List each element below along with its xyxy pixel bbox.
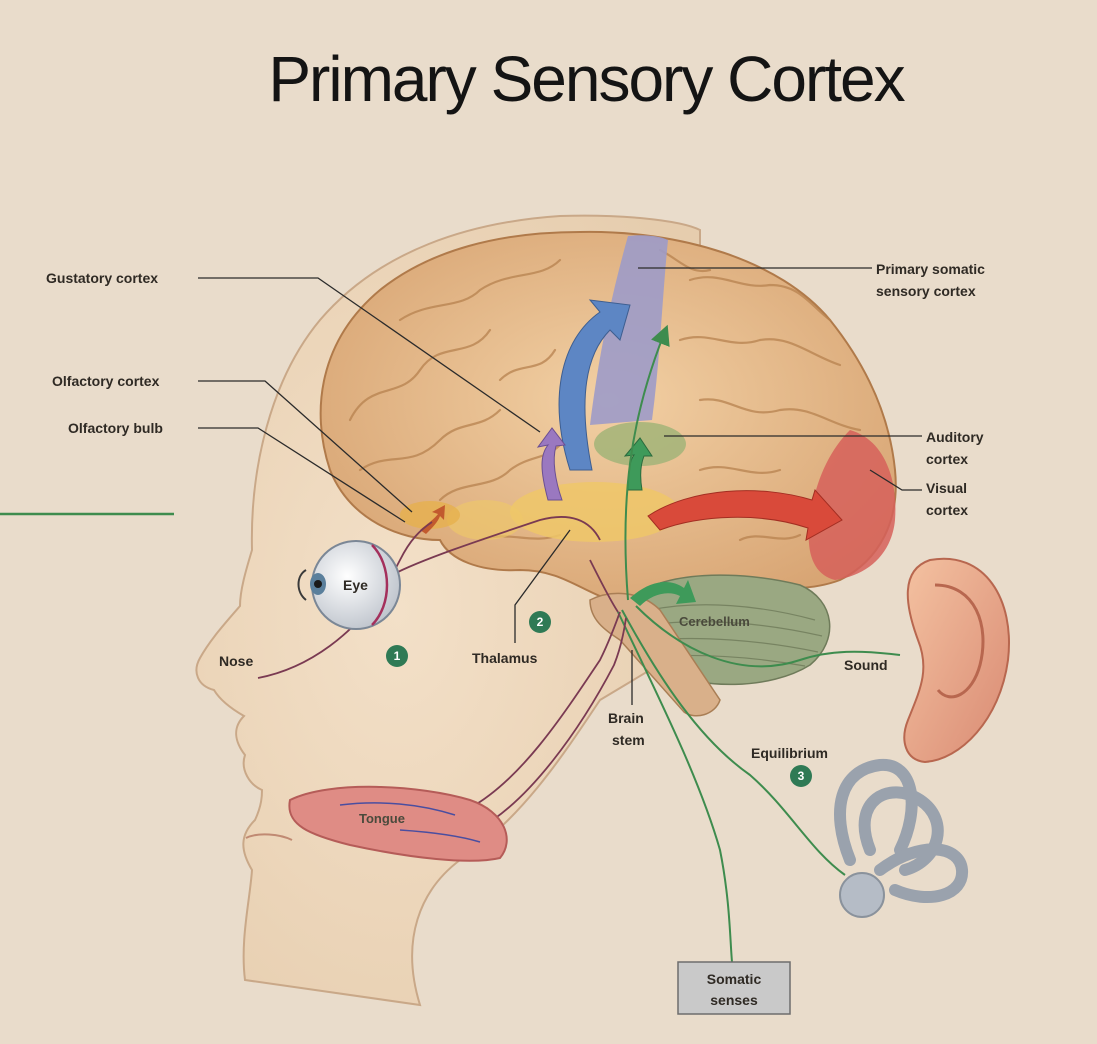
label-somatic-line2: senses — [710, 992, 758, 1008]
ear-illustration — [903, 557, 1010, 764]
olfactory-bulb-region — [400, 501, 460, 529]
svg-text:3: 3 — [798, 769, 805, 783]
label-olfactory-cortex: Olfactory cortex — [52, 373, 160, 389]
green-nerve-pathways — [617, 324, 901, 963]
label-eye: Eye — [343, 577, 368, 593]
marker-1: 1 — [386, 645, 408, 667]
tongue-illustration — [288, 785, 508, 862]
label-auditory-line2: cortex — [926, 451, 968, 467]
label-auditory-line1: Auditory — [926, 429, 984, 445]
somatic-pathway-arrow — [558, 299, 631, 471]
mouth-line — [245, 833, 293, 841]
cranial-nerve-lines — [257, 516, 627, 829]
marker-2: 2 — [529, 611, 551, 633]
label-primary-somatic-line2: sensory cortex — [876, 283, 976, 299]
visual-pathway-arrow — [647, 489, 843, 541]
label-nose: Nose — [219, 653, 253, 669]
inner-ear-illustration — [834, 758, 968, 904]
equilibrium-cerebellum-arrow — [630, 580, 696, 606]
somatic-senses-box — [677, 961, 791, 1015]
gustatory-pathway-arrow — [536, 427, 566, 501]
label-somatic-line1: Somatic — [707, 971, 762, 987]
page-title: Primary Sensory Cortex — [268, 43, 905, 115]
svg-text:2: 2 — [537, 615, 544, 629]
olfactory-cortex-region — [447, 500, 523, 540]
label-brain-stem-line2: stem — [612, 732, 645, 748]
eye-illustration — [297, 540, 401, 630]
label-brain-stem-line1: Brain — [608, 710, 644, 726]
label-leader-lines — [198, 267, 922, 705]
label-visual-line1: Visual — [926, 480, 967, 496]
marker-3: 3 — [790, 765, 812, 787]
visual-cortex-region — [808, 430, 896, 580]
label-sound: Sound — [844, 657, 888, 673]
label-visual-line2: cortex — [926, 502, 968, 518]
svg-text:1: 1 — [394, 649, 401, 663]
label-tongue: Tongue — [359, 811, 405, 826]
label-cerebellum: Cerebellum — [679, 614, 750, 629]
label-primary-somatic-line1: Primary somatic — [876, 261, 985, 277]
label-thalamus: Thalamus — [472, 650, 538, 666]
label-olfactory-bulb: Olfactory bulb — [68, 420, 163, 436]
label-gustatory-cortex: Gustatory cortex — [46, 270, 158, 286]
cochlea-shape — [839, 872, 885, 918]
label-equilibrium: Equilibrium — [751, 745, 828, 761]
brain-stem-shape — [589, 592, 721, 717]
